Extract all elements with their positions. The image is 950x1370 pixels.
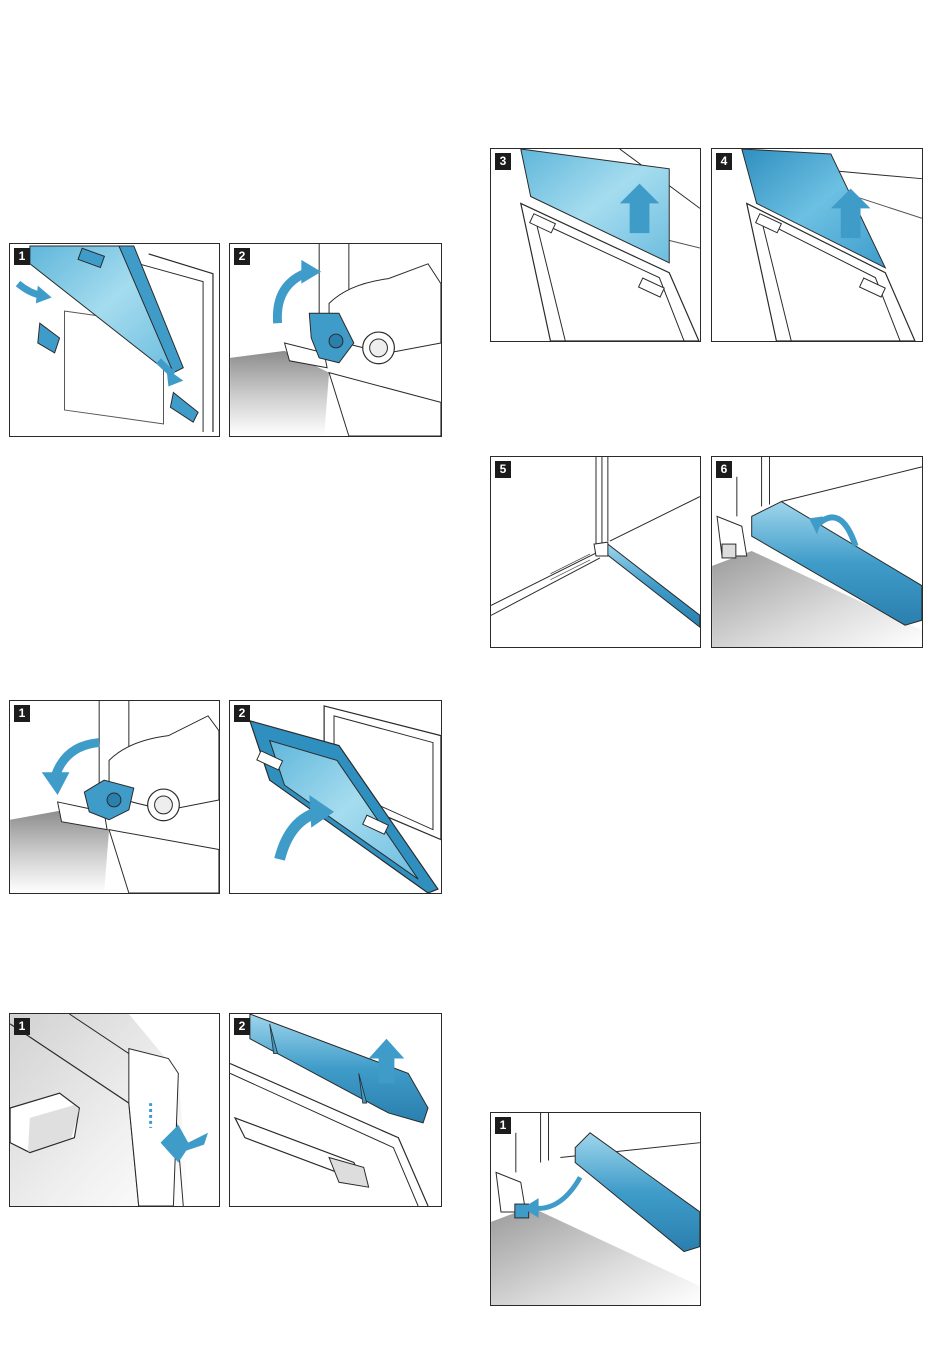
hinge-lever-illustration	[230, 244, 441, 436]
arrow-curved-down-icon	[42, 743, 99, 795]
step-badge: 6	[716, 461, 732, 478]
figure-glass-step-4: 4	[711, 148, 923, 342]
arrow-down-icon	[18, 284, 52, 304]
door-seal-illustration	[491, 457, 700, 647]
glass-pane-removal-illustration	[491, 149, 700, 341]
seal-strip-icon	[575, 1133, 700, 1252]
step-badge: 3	[495, 153, 511, 170]
seal-strip-icon	[600, 544, 700, 627]
figure-refit-door-step-2: 2	[229, 700, 442, 894]
door-illustration	[230, 701, 441, 893]
arrow-curved-icon	[523, 1177, 580, 1218]
glass-pane-removal-illustration	[712, 149, 922, 341]
cover-strip-icon	[250, 1014, 428, 1123]
step-badge: 1	[495, 1117, 511, 1134]
step-badge: 1	[14, 1018, 30, 1035]
figure-seal-refit-step-1: 1	[490, 1112, 701, 1306]
door-hinge-illustration	[10, 244, 219, 436]
door-seal-illustration	[491, 1113, 700, 1305]
figure-glass-step-3: 3	[490, 148, 701, 342]
door-edge-illustration	[10, 1014, 219, 1206]
step-badge: 1	[14, 705, 30, 722]
figure-cover-step-2: 2	[229, 1013, 442, 1207]
step-badge: 2	[234, 1018, 250, 1035]
door-cover-illustration	[230, 1014, 441, 1206]
figure-cover-step-1: 1	[9, 1013, 220, 1207]
figure-seal-step-5: 5	[490, 456, 701, 648]
figure-refit-door-step-1: 1	[9, 700, 220, 894]
hinge-lever-illustration	[10, 701, 219, 893]
figure-remove-door-step-2: 2	[229, 243, 442, 437]
figure-remove-door-step-1: 1	[9, 243, 220, 437]
step-badge: 2	[234, 705, 250, 722]
door-seal-illustration	[712, 457, 922, 647]
step-badge: 1	[14, 248, 30, 265]
step-badge: 5	[495, 461, 511, 478]
step-badge: 4	[716, 153, 732, 170]
step-badge: 2	[234, 248, 250, 265]
figure-seal-step-6: 6	[711, 456, 923, 648]
